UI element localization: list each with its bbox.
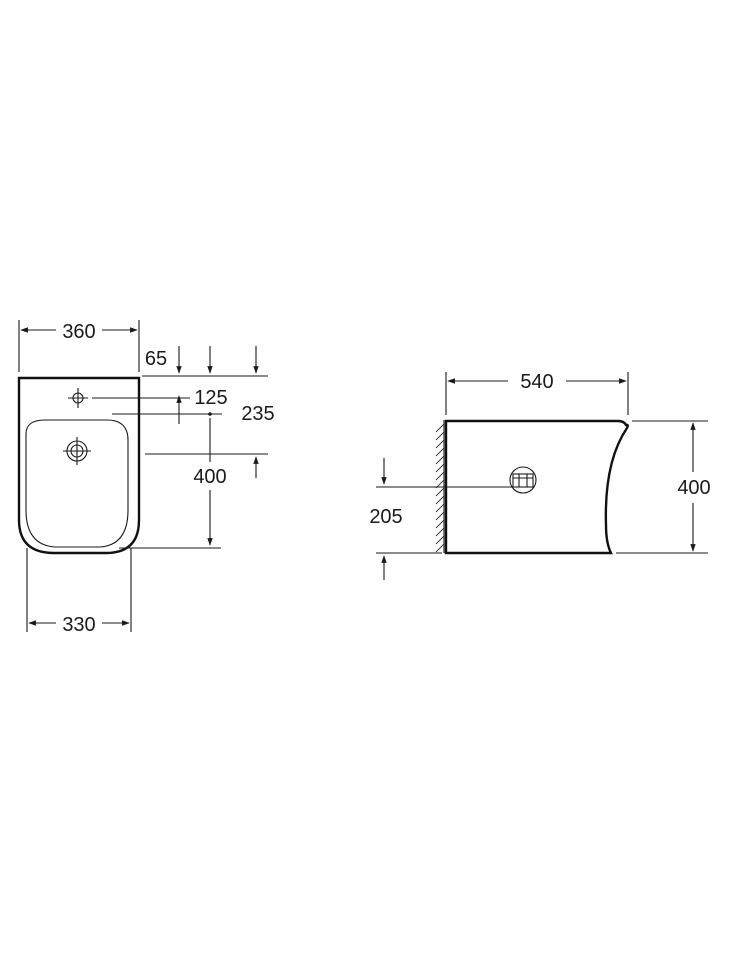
dim-label-width-top: 360 [62,321,95,343]
front-view: 360 65 125 235 400 [17,320,275,636]
front-view-bowl [25,419,129,548]
side-view: 540 400 205 [369,371,711,580]
dimension-total-height: 400 [119,418,268,549]
dimension-waste-height: 235 [112,403,275,425]
waste-fitting-icon [509,466,537,494]
dim-label-waste-height: 235 [241,403,274,425]
tap-hole-icon [68,388,88,408]
dim-label-depth: 540 [520,371,553,393]
dim-label-total-height: 400 [193,466,226,488]
dimension-width-top: 360 [18,320,140,372]
dimension-side-height: 400 [616,420,711,554]
waste-outlet-icon [63,437,91,465]
dimension-tap-hole-height: 125 [92,387,228,424]
dimension-depth: 540 [445,371,629,415]
dimension-side-waste-height: 205 [369,458,512,580]
dim-label-side-waste-height: 205 [369,506,402,528]
front-view-outline [17,376,141,555]
dimension-base-width: 330 [26,548,132,636]
dim-label-inlet-offset: 65 [145,348,167,370]
dim-label-side-height: 400 [677,477,710,499]
side-view-outline [444,419,629,555]
dim-label-base-width: 330 [62,614,95,636]
dim-label-tap-hole-height: 125 [194,387,227,409]
dimension-inlet-offset: 65 [142,346,268,377]
